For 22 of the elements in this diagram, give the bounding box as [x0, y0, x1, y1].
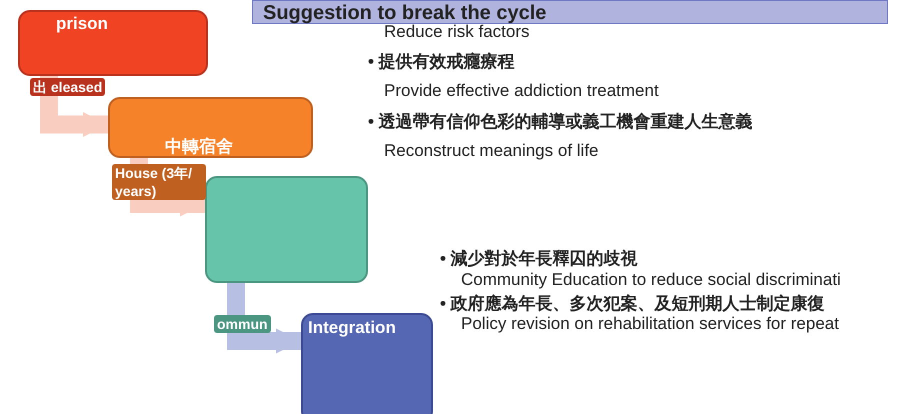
- flow-arrow: [227, 283, 301, 354]
- bullet-text: • 減少對於年長釋囚的歧視: [440, 248, 638, 270]
- stage-box: [108, 97, 313, 158]
- edge-label: House (3年/ years): [112, 164, 206, 200]
- stage-label: prison: [56, 14, 108, 34]
- stage-label: 中轉宿舍: [165, 136, 233, 158]
- edge-label: 出 eleased: [30, 78, 106, 96]
- bullet-text: Community Education to reduce social discriminati: [461, 270, 841, 290]
- stage-box: [205, 176, 368, 283]
- bullet-text: Provide effective addiction treatment: [384, 81, 659, 101]
- edge-label: ommun: [214, 315, 271, 333]
- stage-label: Integration: [308, 318, 396, 338]
- flow-arrow: [40, 76, 108, 138]
- bullet-text: Policy revision on rehabilitation services for repeat: [461, 314, 839, 334]
- bullet-text: • 政府應為年長、多次犯案、及短刑期人士制定康復: [440, 293, 825, 315]
- title-banner: Suggestion to break the cycle: [252, 0, 888, 24]
- bullet-text: • 提供有效戒癮療程: [368, 51, 515, 73]
- bullet-text: Reconstruct meanings of life: [384, 141, 598, 161]
- stage-box: [301, 313, 433, 414]
- bullet-text: Reduce risk factors: [384, 22, 530, 42]
- stage-box: [18, 10, 208, 76]
- bullet-text: • 透過帶有信仰色彩的輔導或義工機會重建人生意義: [368, 111, 753, 133]
